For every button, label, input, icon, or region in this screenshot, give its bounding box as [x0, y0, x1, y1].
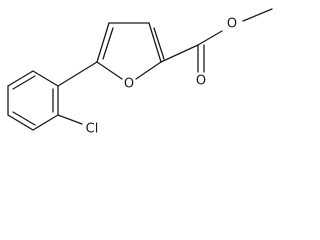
bond	[7, 114, 34, 131]
double-bond-inner	[153, 27, 165, 60]
bond	[7, 70, 34, 87]
ester-oxygen-label: O	[227, 17, 237, 32]
double-bond-inner	[12, 111, 36, 126]
bond	[96, 61, 123, 80]
bond	[197, 30, 223, 46]
double-bond-inner	[12, 75, 36, 90]
bond	[57, 114, 83, 125]
bond	[32, 114, 59, 131]
bond	[57, 61, 98, 87]
chemical-structure: O O O Cl	[7, 8, 273, 137]
bond	[135, 61, 162, 80]
bonds	[7, 8, 273, 131]
bond	[242, 8, 273, 22]
bond	[160, 44, 199, 63]
ring-oxygen-label: O	[124, 77, 134, 92]
chlorine-label: Cl	[86, 122, 99, 137]
bond	[96, 22, 110, 63]
atom-labels: O O O Cl	[86, 17, 237, 137]
carbonyl-oxygen-label: O	[196, 74, 206, 89]
bond	[32, 70, 59, 87]
double-bond-inner	[102, 27, 114, 60]
bond	[148, 22, 162, 63]
